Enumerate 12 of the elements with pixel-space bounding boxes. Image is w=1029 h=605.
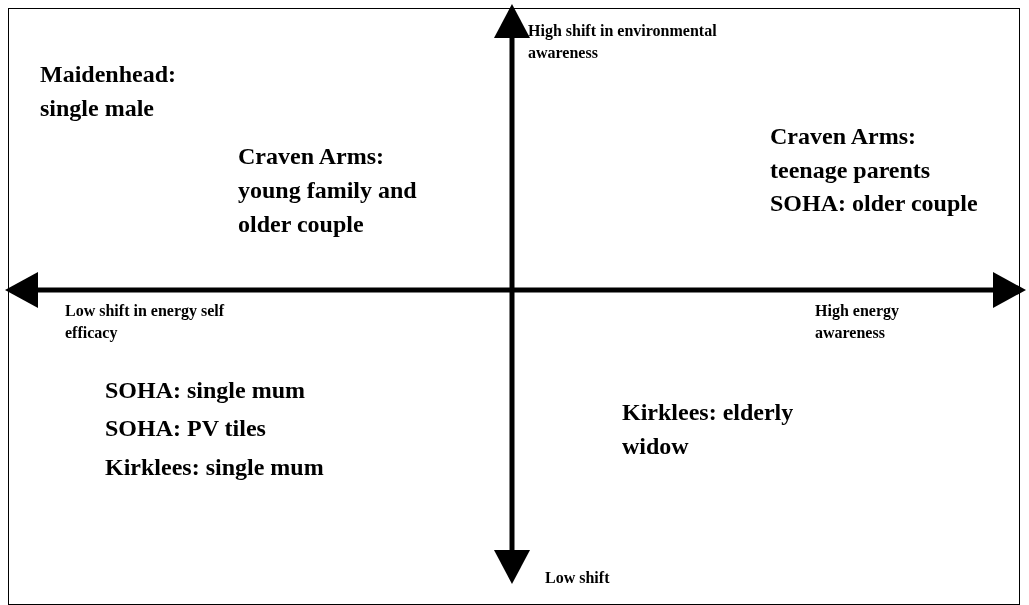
axis-label: Low shift (545, 568, 610, 588)
quadrant-label: Kirklees: single mum (105, 453, 324, 482)
quadrant-label: Craven Arms: young family and older couple (238, 142, 418, 239)
quadrant-label: Maidenhead: single male (40, 60, 177, 123)
axis-label: Low shift in energy self efficacy (65, 301, 226, 344)
quadrant-label: SOHA: single mum (105, 376, 305, 405)
axis-label: High energy awareness (815, 301, 900, 343)
quadrant-label: SOHA: older couple (770, 189, 978, 218)
quadrant-label: Kirklees: elderly widow (622, 398, 795, 461)
quadrant-label: SOHA: PV tiles (105, 414, 266, 443)
quadrant-label: Craven Arms: teenage parents (770, 122, 932, 185)
axis-label: High shift in environmental awareness (528, 21, 718, 63)
